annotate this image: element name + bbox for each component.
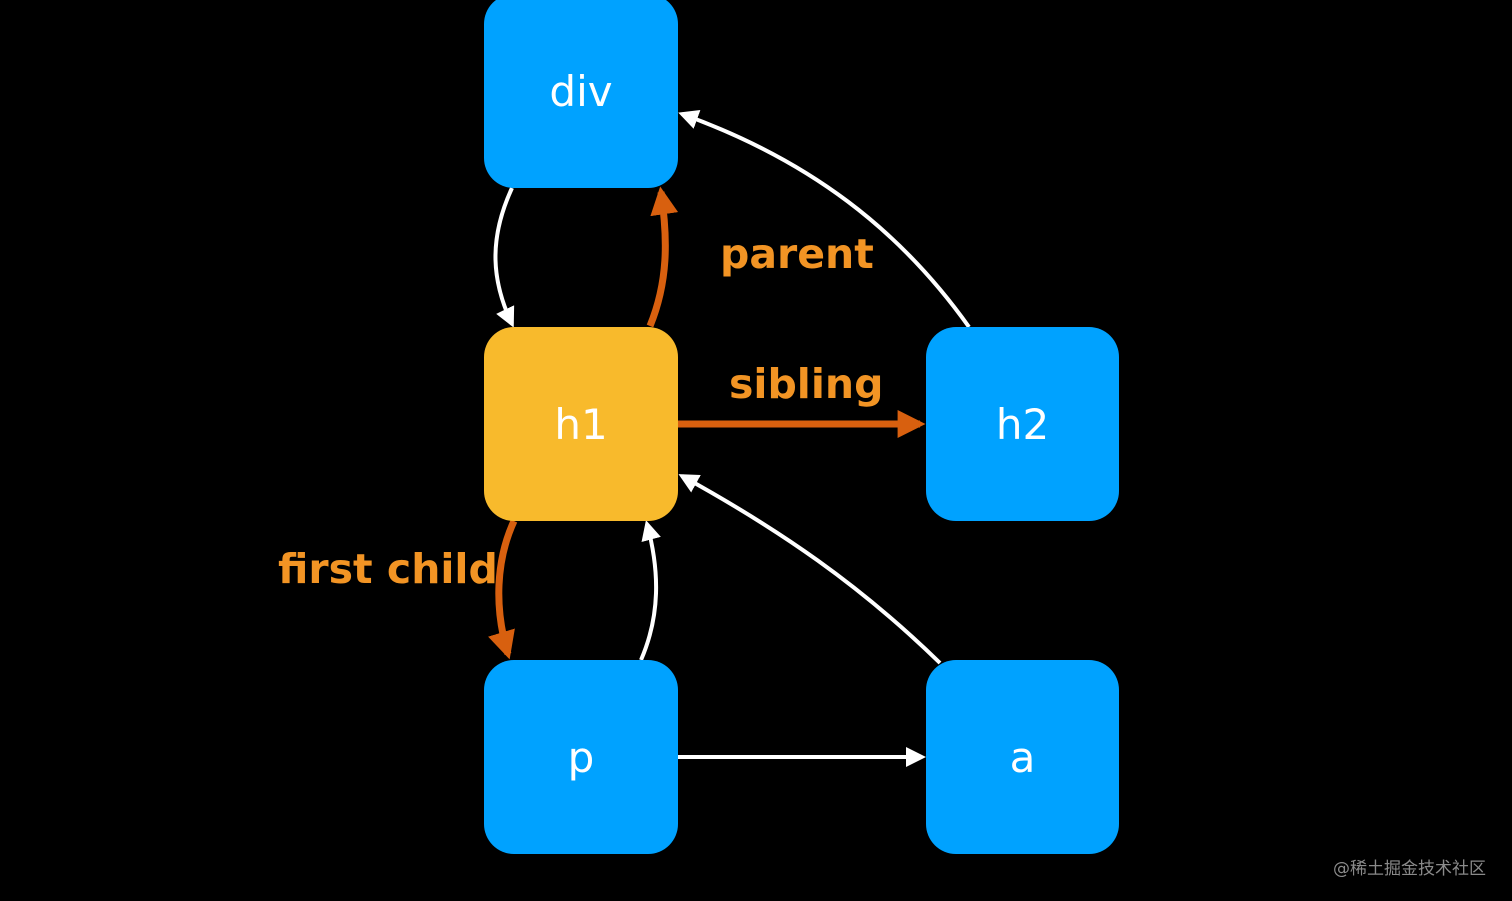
edge-h1-to-div-parent — [646, 186, 679, 328]
node-a-label: a — [1009, 732, 1036, 782]
edge-h2-to-div — [678, 110, 971, 329]
node-a: a — [926, 660, 1119, 854]
node-p-label: p — [567, 732, 595, 782]
edge-a-to-h1 — [678, 474, 942, 665]
edge-div-to-h1 — [493, 187, 515, 328]
label-sibling: sibling — [729, 360, 884, 408]
label-parent: parent — [720, 230, 874, 278]
node-div-label: div — [549, 66, 613, 116]
node-h2: h2 — [926, 327, 1119, 521]
node-div: div — [484, 0, 678, 188]
node-h1-label: h1 — [554, 399, 608, 449]
edge-p-to-h1 — [639, 520, 661, 661]
node-h2-label: h2 — [995, 399, 1050, 449]
node-p: p — [484, 660, 678, 854]
watermark: @稀土掘金技术社区 — [1333, 859, 1486, 879]
label-first-child: first child — [278, 545, 498, 593]
edge-h1-to-p-first-child — [488, 519, 518, 660]
node-h1: h1 — [484, 327, 678, 521]
